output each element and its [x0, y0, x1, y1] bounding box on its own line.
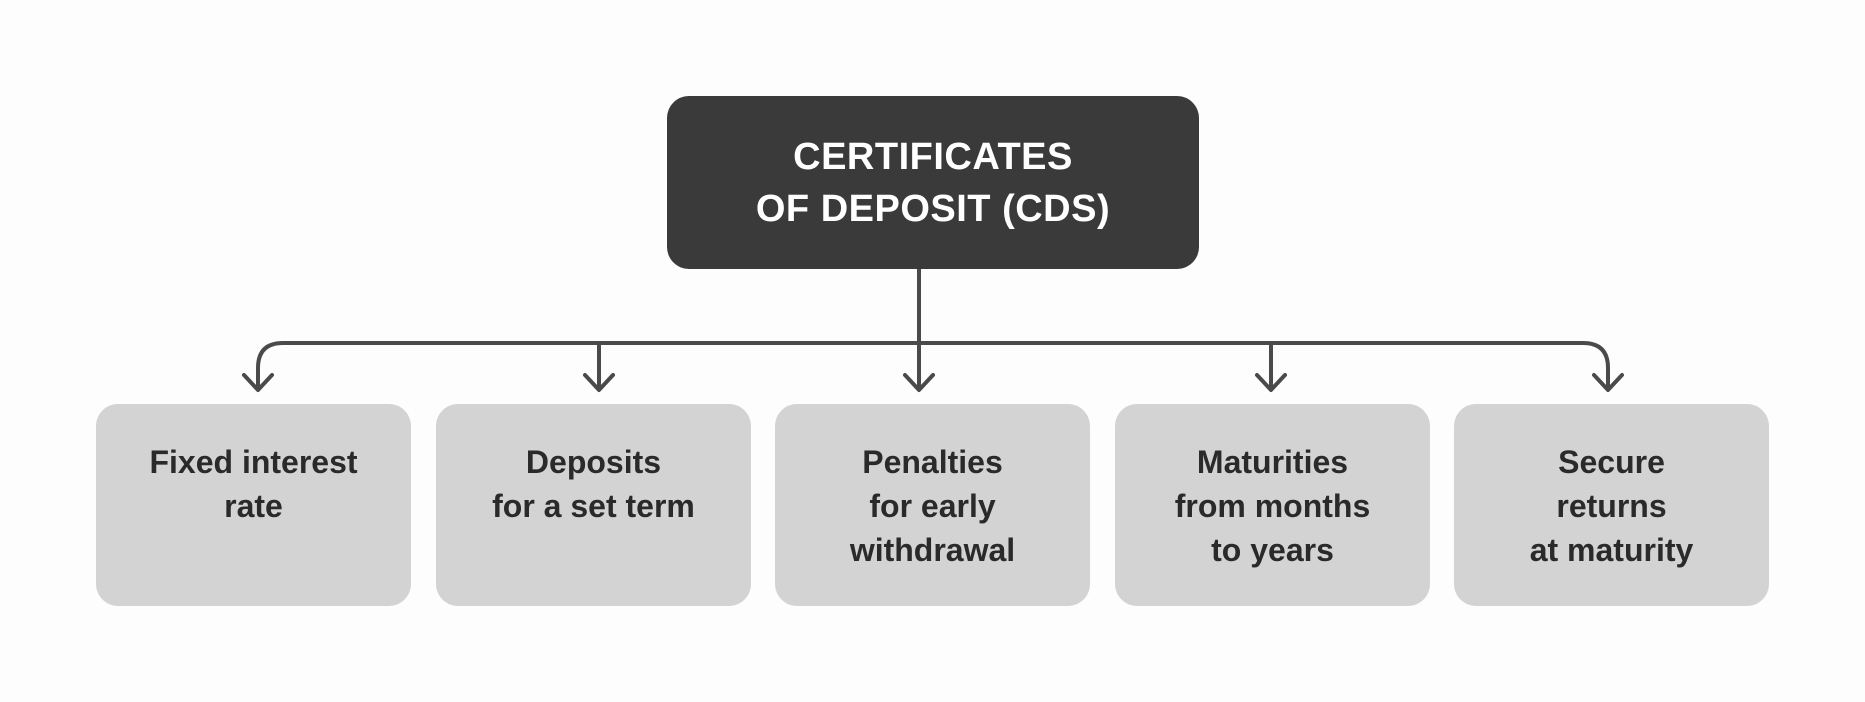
child-label-line: withdrawal: [849, 532, 1016, 568]
arrow-head-3: [1255, 373, 1287, 392]
child-node-fixed-interest-rate: Fixed interest rate: [96, 404, 411, 606]
child-label-line: Deposits: [525, 444, 662, 480]
root-node: CERTIFICATES OF DEPOSIT (CDS): [667, 96, 1199, 269]
child-node-penalties-early-withdrawal: Penalties for early withdrawal: [775, 404, 1090, 606]
child-label-line: Penalties: [862, 444, 1003, 480]
child-label-line: from months: [1174, 488, 1371, 524]
bus-line: [256, 341, 1610, 390]
arrow-head-0: [242, 373, 274, 392]
child-label-line: to years: [1211, 532, 1334, 568]
root-label-line-2: OF DEPOSIT (CDS): [755, 187, 1111, 230]
arrow-head-4: [1592, 373, 1624, 392]
child-node-maturities: Maturities from months to years: [1115, 404, 1430, 606]
child-node-deposits-set-term: Deposits for a set term: [436, 404, 751, 606]
root-label-line-1: CERTIFICATES: [793, 135, 1073, 178]
child-label-line: for a set term: [492, 488, 695, 524]
arrow-head-2: [903, 373, 935, 392]
child-label-line: returns: [1556, 488, 1667, 524]
child-node-secure-returns: Secure returns at maturity: [1454, 404, 1769, 606]
child-label-line: Fixed interest: [149, 444, 358, 480]
child-label-line: Maturities: [1196, 444, 1349, 480]
child-label-line: at maturity: [1529, 532, 1694, 568]
child-label-line: rate: [224, 488, 283, 524]
arrow-head-1: [583, 373, 615, 392]
child-label-line: Secure: [1558, 444, 1665, 480]
child-label-line: for early: [869, 488, 996, 524]
